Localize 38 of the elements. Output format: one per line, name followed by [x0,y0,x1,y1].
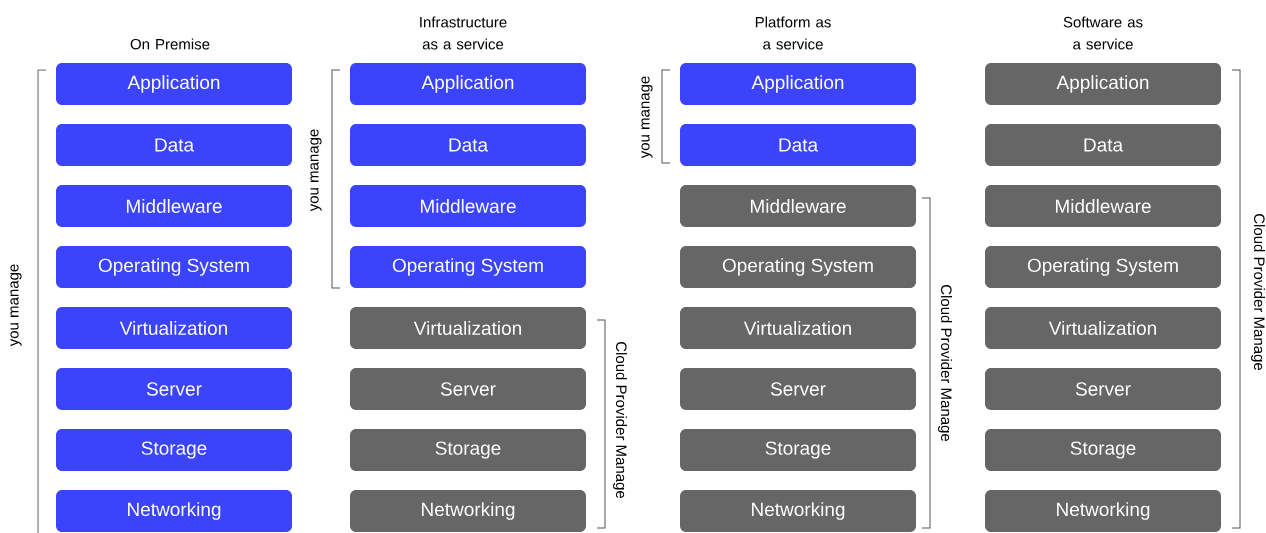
layer-box: Networking [680,490,916,532]
layer-box: Storage [350,429,586,471]
layer-box: Virtualization [56,307,292,349]
bracket-label: Cloud Provider Manage [613,341,627,499]
layer-box: Virtualization [350,307,586,349]
layer-box: Server [680,368,916,410]
layer-box: Server [56,368,292,410]
layer-box: Application [985,63,1221,105]
bracket-label: you manage [641,76,653,159]
layer-box: Storage [985,429,1221,471]
layer-box: Storage [680,429,916,471]
layer-box: Networking [985,490,1221,532]
bracket-label: you manage [310,129,322,212]
layer-box: Application [680,63,916,105]
layer-box: Middleware [985,185,1221,227]
layer-box: Data [680,124,916,166]
layer-box: Data [350,124,586,166]
layer-box: Middleware [680,185,916,227]
layer-box: Operating System [680,246,916,288]
layer-box: Networking [56,490,292,532]
layer-box: Operating System [56,246,292,288]
bracket-label: you manage [10,264,22,347]
layer-box: Data [56,124,292,166]
layer-box: Operating System [985,246,1221,288]
layer-box: Application [350,63,586,105]
layer-box: Server [350,368,586,410]
layer-box: Storage [56,429,292,471]
layer-box: Virtualization [680,307,916,349]
layer-box: Networking [350,490,586,532]
layer-box: Middleware [350,185,586,227]
bracket-label: Cloud Provider Manage [938,284,952,442]
layer-box: Virtualization [985,307,1221,349]
bracket-label: Cloud Provider Manage [1251,213,1265,371]
layer-box: Application [56,63,292,105]
layer-box: Middleware [56,185,292,227]
layer-box: Operating System [350,246,586,288]
layer-box: Server [985,368,1221,410]
layer-box: Data [985,124,1221,166]
